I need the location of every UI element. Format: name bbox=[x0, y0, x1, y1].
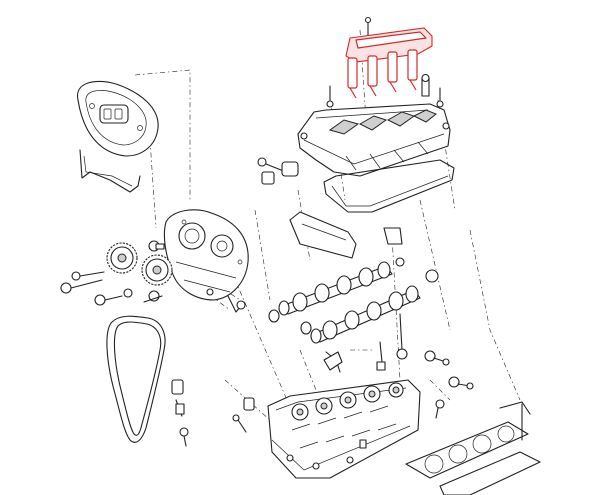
intake-camshaft bbox=[278, 261, 393, 316]
tensioner-parts bbox=[171, 288, 246, 447]
valve-cover bbox=[297, 103, 451, 177]
ignition-coil-module bbox=[345, 27, 433, 99]
exhaust-camshaft bbox=[310, 285, 421, 344]
valve-cover-gasket bbox=[323, 159, 455, 213]
right-side-parts bbox=[359, 350, 474, 449]
head-gasket bbox=[405, 401, 541, 495]
rear-timing-cover bbox=[163, 209, 249, 301]
cover-gasket bbox=[79, 149, 141, 193]
cover-bolts bbox=[326, 16, 444, 108]
valve-parts bbox=[232, 313, 408, 433]
sprocket-bolts bbox=[60, 271, 133, 306]
timing-belt bbox=[106, 315, 166, 443]
timing-belt-cover bbox=[77, 80, 159, 157]
belt-tensioner bbox=[143, 240, 165, 303]
camshaft-sprocket-lower bbox=[141, 254, 173, 286]
camshaft-seals bbox=[268, 257, 439, 335]
camshaft-housing bbox=[257, 157, 403, 259]
cylinder-head bbox=[267, 379, 421, 479]
camshaft-sprocket-upper bbox=[106, 242, 138, 274]
